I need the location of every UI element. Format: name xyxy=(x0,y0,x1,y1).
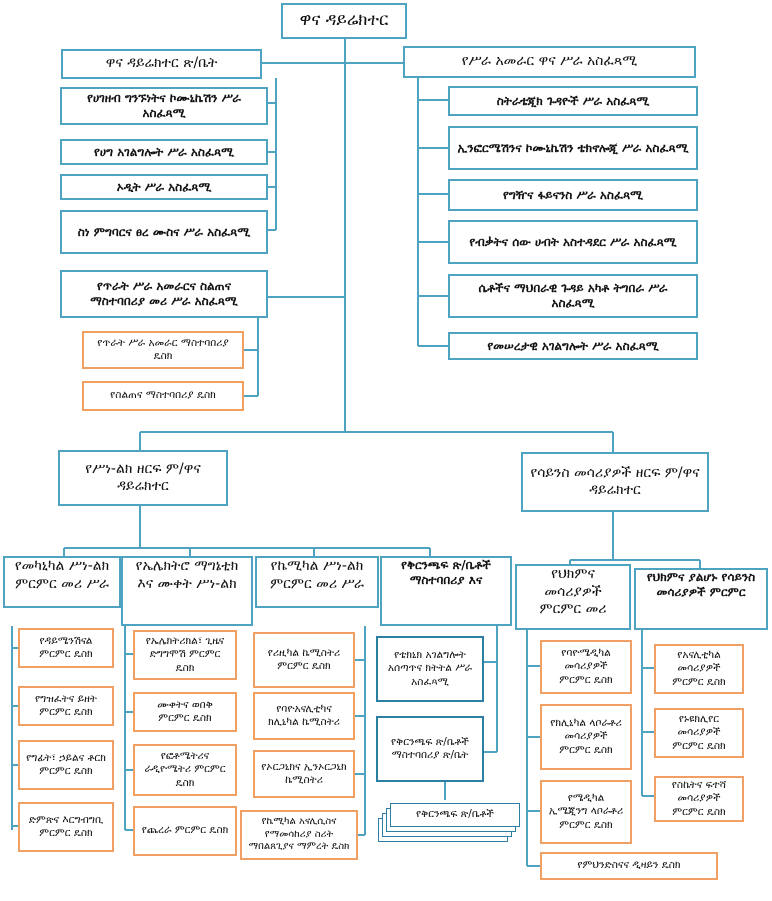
electrical-desk: ሙቀትና ወበቅ ምርምር ዴስክ xyxy=(133,692,237,732)
electrical-desk-label: ሙቀትና ወበቅ ምርምር ዴስክ xyxy=(157,698,213,724)
mechanical-desk: ድምጽና እርግብግቢ ምርምር ዴስክ xyxy=(18,802,114,852)
management-label: የሥራ አመራር ዋና ሥራ አስፈጻሚ xyxy=(461,53,638,70)
non-medical-desk-label: የስኬትና ፍተሻ መሳሪያዎች ምርምር ዴስክ xyxy=(671,779,727,818)
chemical-desk-label: የባዮአናሊቲካና ክሊኒካል ኬሚስትሪ xyxy=(268,702,340,728)
right-staff-item-label: የብቃትና ሰው ሀብት አስተዳደር ሥራ አስፈጻሚ xyxy=(469,234,677,249)
electrical-desk: የጨረራ ምርምር ዴስክ xyxy=(133,806,237,856)
metrology-sector-box: የሥነ-ልክ ዘርፍ ም/ዋና ዳይሬክተር xyxy=(58,450,228,506)
quality-coordination-box: የጥራት ሥራ አመራርና ስልጠና ማስተባበሪያ መሪ ሥራ አስፈጻሚ xyxy=(60,270,268,318)
non-medical-instruments-box: የህክምና ያልሆኑ የሳይንስ መሳሪያዎች ምርምር xyxy=(634,568,768,630)
non-medical-desk-label: የኑዩክሊየር መሳሪያዎች ምርምር ዴስክ xyxy=(672,713,726,752)
science-instruments-sector-label: የሳይንስ መሳሪያዎች ዘርፍ ም/ዋና ዳይሬክተር xyxy=(530,464,700,499)
left-staff-item-label: የሀግ አገልግሎት ሥራ አስፈጻሚ xyxy=(93,144,234,159)
mechanical-desk: የግፊት፣ ኃይልና ቶርክ ምርምር ዴስክ xyxy=(18,740,114,790)
left-staff-item: ስነ ምግባርና ፀረ ሙስና ሥራ አስፈጻሚ xyxy=(60,210,268,254)
branch-offices-stack: የቅርንጫፍ ጽ/ቤቶች xyxy=(390,803,520,827)
branch-coordination-label: የቅርንጫፍ ጽ/ቤቶች ማስተባበሪያ እና xyxy=(401,558,491,587)
chemical-desk-label: የሪዚካል ኬሚስትሪ ምርምር ዴስክ xyxy=(267,646,341,672)
chemical-desk: የኬሚካል አናሊሲስና የማመሳከሪያ ስሪት ማበልጸጊያና ማምረት ዴስ… xyxy=(240,810,358,860)
right-staff-item-label: የግዥና ፋይናንስ ሥራ አስፈጻሚ xyxy=(503,187,643,202)
right-staff-item: የግዥና ፋይናንስ ሥራ አስፈጻሚ xyxy=(448,179,698,211)
chemical-desk: የሪዚካል ኬሚስትሪ ምርምር ዴስክ xyxy=(253,632,355,688)
metrology-sector-label: የሥነ-ልክ ዘርፍ ም/ዋና ዳይሬክተር xyxy=(85,460,201,495)
medical-desk: የክሊኒካል ላቦራቶሪ መሳሪያዎች ምርምር ዴስክ xyxy=(540,704,632,770)
management-box: የሥራ አመራር ዋና ሥራ አስፈጻሚ xyxy=(403,46,696,78)
electromagnetic-metrology-box: የኤሌክትሮ ማግኔቲክ እና ሙቀት ሥነ-ልክ xyxy=(121,556,253,626)
mechanical-desk-label: የዳይሜንሽናል ምርምር ዴስክ xyxy=(39,634,93,660)
right-staff-item: ሴቶችና ማህበራዊ ጉዳይ አካቶ ትግበራ ሥራ አስፈጻሚ xyxy=(448,274,698,318)
mechanical-desk: የግዝፈትና ይዘት ምርምር ዴስክ xyxy=(18,686,114,726)
quality-desk: የጥራት ሥራ አመራር ማስተባበሪያ ዴስክ xyxy=(82,331,244,369)
mechanical-metrology-box: የመካኒካል ሥነ-ልክ ምርምር መሪ ሥራ xyxy=(3,556,121,608)
chemical-desk: የኦርጋኒክና ኢንኦርጋኒክ ኬሚስትሪ xyxy=(253,750,355,798)
electromagnetic-metrology-label: የኤሌክትሮ ማግኔቲክ እና ሙቀት ሥነ-ልክ xyxy=(135,558,239,592)
chemical-desk-label: የኦርጋኒክና ኢንኦርጋኒክ ኬሚስትሪ xyxy=(261,760,347,786)
branch-coordination-box: የቅርንጫፍ ጽ/ቤቶች ማስተባበሪያ እና xyxy=(380,556,512,626)
non-medical-desk: የስኬትና ፍተሻ መሳሪያዎች ምርምር ዴስክ xyxy=(654,776,744,822)
left-staff-item: የሀግ አገልግሎት ሥራ አስፈጻሚ xyxy=(60,139,268,165)
dg-office-label: ዋና ዳይሬክተር ጽ/ቤት xyxy=(105,55,218,72)
medical-desk-label: የሜዲካል ኢሜጂንግ ላቦራቶሪ ምርምር ዴስክ xyxy=(548,792,624,831)
right-staff-item-label: የመሠረታዊ አገልግሎት ሥራ አስፈጻሚ xyxy=(487,338,659,353)
mechanical-desk-label: የግዝፈትና ይዘት ምርምር ዴስክ xyxy=(35,692,97,718)
non-medical-desk: የኑዩክሊየር መሳሪያዎች ምርምር ዴስክ xyxy=(654,708,744,758)
medical-desk: የባዮሜዲካል መሳሪያዎች ምርምር ዴስክ xyxy=(540,640,632,694)
electrical-desk-label: የጨረራ ምርምር ዴስክ xyxy=(141,824,229,837)
quality-coordination-label: የጥራት ሥራ አመራርና ስልጠና ማስተባበሪያ መሪ ሥራ አስፈጻሚ xyxy=(90,279,238,308)
chemical-metrology-box: የኬሚካል ሥነ-ልክ ምርምር መሪ ሥራ xyxy=(255,556,379,608)
right-staff-item: የመሠረታዊ አገልግሎት ሥራ አስፈጻሚ xyxy=(448,332,698,360)
medical-instruments-box: የህክምና መሳሪያዎች ምርምር መሪ xyxy=(515,564,631,630)
electrical-desk: የኤሌክትሪክል፣ ጊዜና ድግግሞሽ ምርምር ዴስክ xyxy=(133,630,237,680)
dg-office-box: ዋና ዳይሬክተር ጽ/ቤት xyxy=(61,49,262,79)
right-staff-item: ኢንፎርሜሽንና ኮሙኒኬሽን ቴክኖሎጂ ሥራ አስፈጻሚ xyxy=(448,126,698,170)
left-staff-item-label: ኦዲት ሥራ አስፈጻሚ xyxy=(116,179,212,194)
left-staff-item-label: የሀገዘብ ግንኙነትና ኮሙኒኬሽን ሥራ አስፈጻሚ xyxy=(87,91,241,120)
non-medical-desk-label: የአናሊቲካል መሳሪያዎች ምርምር ዴስክ xyxy=(672,649,726,688)
quality-desk: የስልጠና ማስተባበሪያ ዴስክ xyxy=(82,381,244,411)
technical-service-box: የቴክኒክ አገልግሎት አሰጣጥና ክትትል ሥራ አስፈጻሚ xyxy=(376,636,484,702)
engineering-design-desk: የምህንድስናና ዲዛይን ዴስክ xyxy=(540,852,718,880)
medical-instruments-label: የህክምና መሳሪያዎች ምርምር መሪ xyxy=(539,566,607,617)
left-staff-item: ኦዲት ሥራ አስፈጻሚ xyxy=(60,174,268,200)
director-general-label: ዋና ዳይሬክተር xyxy=(299,10,389,31)
electrical-desk-label: የፎቶሜትሪና ራዲዮሜትሪ ምርምር ዴስክ xyxy=(144,750,226,789)
right-staff-item: ስትራቴጂክ ጉዳዮች ሥራ አስፈጻሚ xyxy=(448,86,698,116)
branch-offices-stack-label: የቅርንጫፍ ጽ/ቤቶች xyxy=(416,808,494,821)
quality-desk-label: የጥራት ሥራ አመራር ማስተባበሪያ ዴስክ xyxy=(97,336,229,362)
mechanical-desk: የዳይሜንሽናል ምርምር ዴስክ xyxy=(18,628,114,668)
director-general-box: ዋና ዳይሬክተር xyxy=(281,3,407,39)
science-instruments-sector-box: የሳይንስ መሳሪያዎች ዘርፍ ም/ዋና ዳይሬክተር xyxy=(521,452,709,512)
medical-desk: የሜዲካል ኢሜጂንግ ላቦራቶሪ ምርምር ዴስክ xyxy=(540,780,632,844)
right-staff-item: የብቃትና ሰው ሀብት አስተዳደር ሥራ አስፈጻሚ xyxy=(448,220,698,264)
medical-desk-label: የክሊኒካል ላቦራቶሪ መሳሪያዎች ምርምር ዴስክ xyxy=(550,717,622,756)
chemical-desk-label: የኬሚካል አናሊሲስና የማመሳከሪያ ስሪት ማበልጸጊያና ማምረት ዴስ… xyxy=(248,816,350,853)
non-medical-desk: የአናሊቲካል መሳሪያዎች ምርምር ዴስክ xyxy=(654,644,744,694)
branch-office-box: የቅርንጫፍ ጽ/ቤቶች ማስተባበሪያ ጽ/ቤት xyxy=(376,716,484,782)
right-staff-item-label: ሴቶችና ማህበራዊ ጉዳይ አካቶ ትግበራ ሥራ አስፈጻሚ xyxy=(478,281,668,310)
right-staff-item-label: ኢንፎርሜሽንና ኮሙኒኬሽን ቴክኖሎጂ ሥራ አስፈጻሚ xyxy=(457,140,689,155)
chemical-desk: የባዮአናሊቲካና ክሊኒካል ኬሚስትሪ xyxy=(253,692,355,740)
mechanical-desk-label: የግፊት፣ ኃይልና ቶርክ ምርምር ዴስክ xyxy=(26,751,106,777)
non-medical-instruments-label: የህክምና ያልሆኑ የሳይንስ መሳሪያዎች ምርምር xyxy=(646,570,756,599)
branch-office-label: የቅርንጫፍ ጽ/ቤቶች ማስተባበሪያ ጽ/ቤት xyxy=(391,735,469,761)
medical-desk-label: የባዮሜዲካል መሳሪያዎች ምርምር ዴስክ xyxy=(559,647,613,686)
electrical-desk: የፎቶሜትሪና ራዲዮሜትሪ ምርምር ዴስክ xyxy=(133,744,237,796)
mechanical-desk-label: ድምጽና እርግብግቢ ምርምር ዴስክ xyxy=(28,813,104,839)
electrical-desk-label: የኤሌክትሪክል፣ ጊዜና ድግግሞሽ ምርምር ዴስክ xyxy=(145,635,225,674)
technical-service-label: የቴክኒክ አገልግሎት አሰጣጥና ክትትል ሥራ አስፈጻሚ xyxy=(387,649,473,688)
engineering-design-label: የምህንድስናና ዲዛይን ዴስክ xyxy=(577,859,681,872)
mechanical-metrology-label: የመካኒካል ሥነ-ልክ ምርምር መሪ ሥራ xyxy=(14,558,110,592)
left-staff-item-label: ስነ ምግባርና ፀረ ሙስና ሥራ አስፈጻሚ xyxy=(77,224,251,239)
chemical-metrology-label: የኬሚካል ሥነ-ልክ ምርምር መሪ ሥራ xyxy=(270,558,364,592)
left-staff-item: የሀገዘብ ግንኙነትና ኮሙኒኬሽን ሥራ አስፈጻሚ xyxy=(60,87,268,125)
quality-desk-label: የስልጠና ማስተባበሪያ ዴስክ xyxy=(110,389,216,402)
right-staff-item-label: ስትራቴጂክ ጉዳዮች ሥራ አስፈጻሚ xyxy=(496,93,650,108)
